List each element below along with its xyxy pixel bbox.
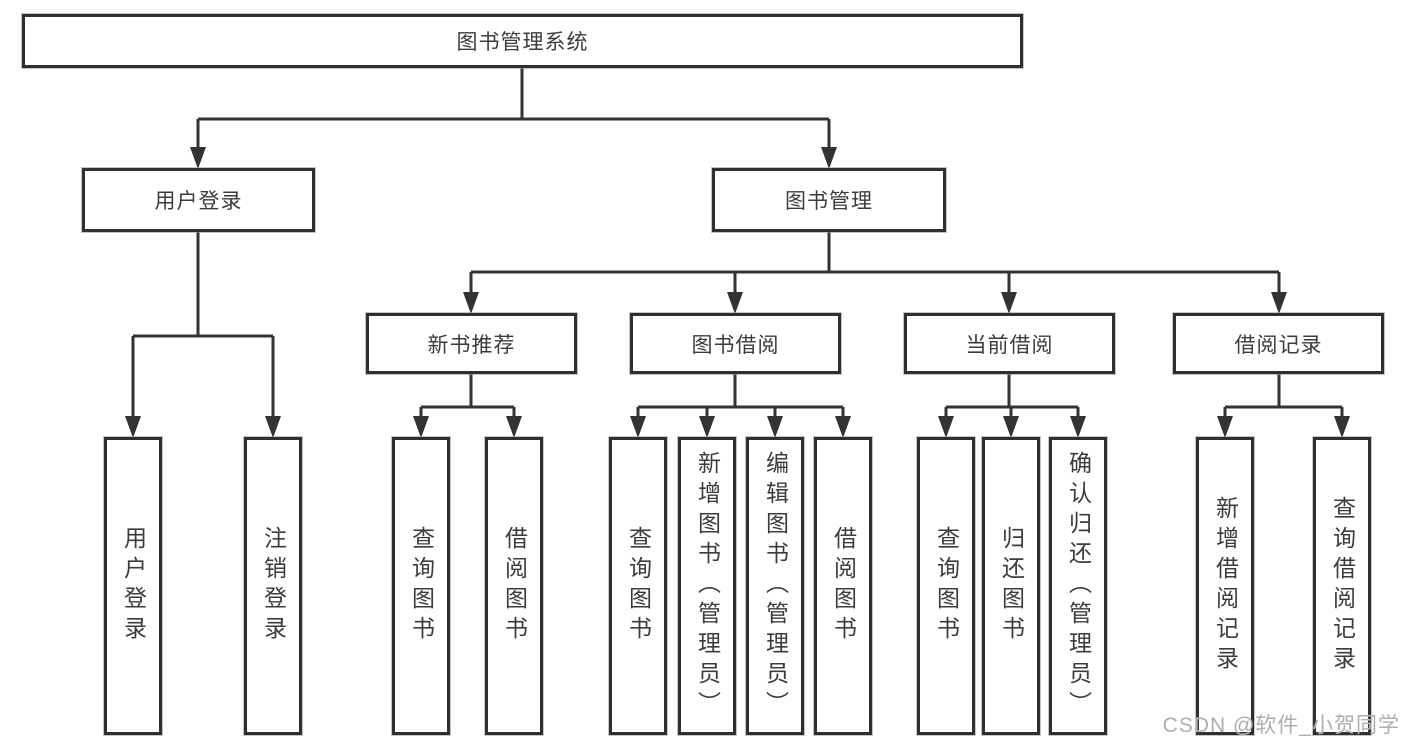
- node-label: 借阅图书: [501, 526, 528, 646]
- node-label: 用户登录: [154, 190, 243, 213]
- node-borrowing-records: 借阅记录: [1173, 313, 1384, 374]
- node-label: 图书借阅: [691, 333, 780, 357]
- node-user-login: 用户登录: [82, 168, 315, 232]
- node-label: 查询图书: [933, 526, 960, 646]
- node-label: 用户登录: [120, 526, 147, 646]
- leaf-query-books-borrow: 查询图书: [609, 437, 667, 735]
- node-label: 查询图书: [408, 526, 435, 646]
- arrowheads: [125, 147, 1350, 438]
- node-book-borrowing: 图书借阅: [630, 313, 841, 374]
- node-book-management: 图书管理: [712, 168, 946, 232]
- node-label: 查询图书: [625, 526, 652, 646]
- node-label: 图书管理: [785, 190, 873, 213]
- node-current-borrowing: 当前借阅: [904, 313, 1115, 374]
- node-root: 图书管理系统: [22, 14, 1023, 68]
- node-label: 借阅记录: [1234, 333, 1323, 357]
- node-label: 新增图书（管理员）: [694, 451, 721, 721]
- node-label: 当前借阅: [965, 333, 1054, 357]
- leaf-return-books: 归还图书: [982, 437, 1040, 735]
- leaf-query-books-current: 查询图书: [917, 437, 975, 735]
- leaf-add-borrow-record: 新增借阅记录: [1196, 437, 1254, 735]
- node-label: 注销登录: [260, 526, 287, 646]
- node-label: 新增借阅记录: [1212, 496, 1239, 676]
- node-label: 查询借阅记录: [1329, 496, 1356, 676]
- leaf-user-login: 用户登录: [104, 437, 162, 735]
- leaf-confirm-return-admin: 确认归还（管理员）: [1049, 437, 1107, 735]
- leaf-edit-books-admin: 编辑图书（管理员）: [746, 437, 804, 735]
- node-new-book-recommendation: 新书推荐: [366, 313, 577, 374]
- node-label: 借阅图书: [830, 526, 857, 646]
- leaf-add-books-admin: 新增图书（管理员）: [678, 437, 736, 735]
- node-label: 新书推荐: [427, 333, 516, 357]
- leaf-query-borrow-record: 查询借阅记录: [1313, 437, 1371, 735]
- leaf-borrow-books-recommend: 借阅图书: [485, 437, 543, 735]
- tree-edges: [131, 68, 1344, 420]
- node-label: 图书管理系统: [456, 31, 589, 54]
- leaf-logout: 注销登录: [244, 437, 302, 735]
- node-label: 编辑图书（管理员）: [762, 451, 789, 721]
- leaf-borrow-books: 借阅图书: [814, 437, 872, 735]
- leaf-query-books-recommend: 查询图书: [392, 437, 450, 735]
- node-label: 归还图书: [998, 526, 1025, 646]
- csdn-watermark: CSDN @软件_小贺同学: [1162, 714, 1400, 737]
- node-label: 确认归还（管理员）: [1065, 451, 1092, 721]
